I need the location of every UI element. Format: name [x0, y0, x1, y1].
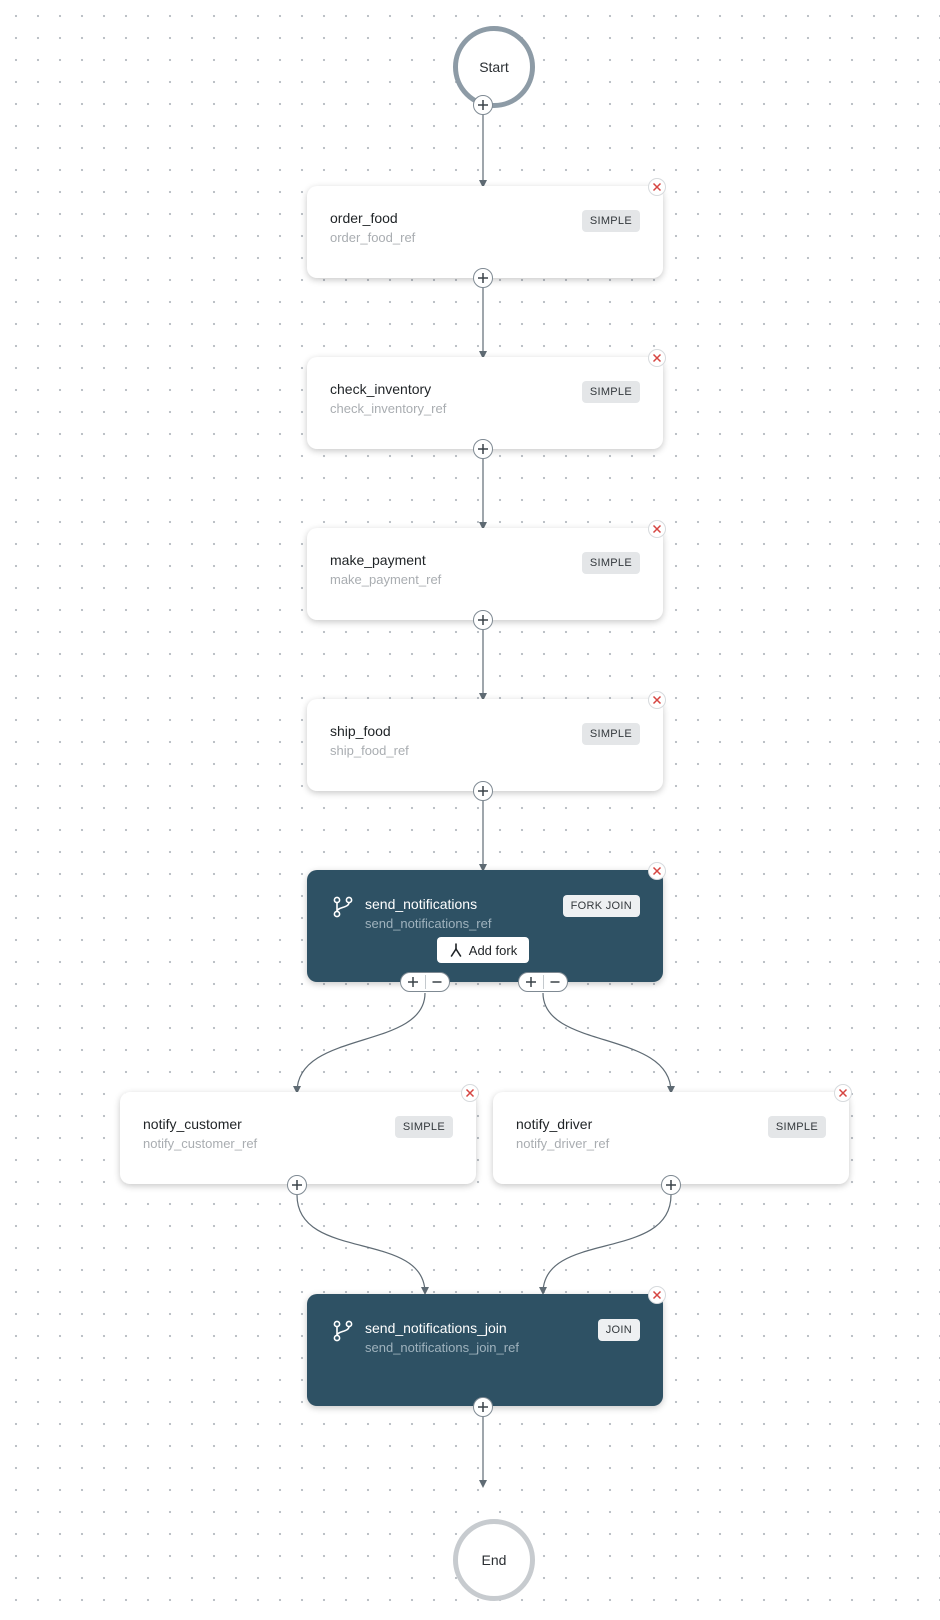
task-card-notify-driver[interactable]: notify_driver notify_driver_ref SIMPLE [493, 1084, 852, 1184]
task-card-check-inventory[interactable]: check_inventory check_inventory_ref SIMP… [307, 349, 666, 449]
minus-icon [550, 981, 560, 983]
close-icon [652, 182, 662, 192]
add-task-after-make-payment-button[interactable] [473, 610, 493, 630]
task-card-send-notifications-join[interactable]: send_notifications_join send_notificatio… [307, 1286, 666, 1406]
delete-task-button[interactable] [834, 1084, 852, 1102]
task-name: notify_customer [143, 1116, 242, 1132]
split-icon [450, 943, 462, 957]
task-ref: ship_food_ref [330, 743, 409, 758]
delete-task-button[interactable] [648, 1286, 666, 1304]
delete-task-button[interactable] [648, 862, 666, 880]
add-task-after-order-food-button[interactable] [473, 268, 493, 288]
branch-controls-left [400, 972, 450, 992]
delete-task-button[interactable] [648, 691, 666, 709]
task-type-badge: SIMPLE [767, 1116, 826, 1138]
add-task-after-notify-customer-button[interactable] [287, 1175, 307, 1195]
end-node[interactable]: End [453, 1519, 535, 1601]
join-icon [333, 1320, 353, 1342]
task-ref: notify_driver_ref [516, 1136, 610, 1151]
delete-task-button[interactable] [648, 520, 666, 538]
task-name: make_payment [330, 552, 426, 568]
task-card-send-notifications[interactable]: send_notifications send_notifications_re… [307, 862, 666, 982]
add-task-after-notify-driver-button[interactable] [661, 1175, 681, 1195]
add-task-after-start-button[interactable] [473, 95, 493, 115]
task-type-badge: SIMPLE [394, 1116, 453, 1138]
edge-fork-to-notify-customer [293, 992, 426, 1094]
minus-icon [432, 981, 442, 983]
start-node[interactable]: Start [453, 26, 535, 108]
close-icon [652, 1290, 662, 1300]
delete-task-button[interactable] [461, 1084, 479, 1102]
plus-icon [525, 977, 536, 987]
plus-icon [666, 1180, 676, 1190]
task-name: send_notifications_join [365, 1320, 507, 1336]
task-card-make-payment[interactable]: make_payment make_payment_ref SIMPLE [307, 520, 666, 620]
task-ref: order_food_ref [330, 230, 416, 245]
add-fork-label: Add fork [468, 942, 518, 958]
task-ref: make_payment_ref [330, 572, 442, 587]
plus-icon [478, 1402, 488, 1412]
remove-branch-1-button[interactable] [426, 973, 450, 991]
task-name: ship_food [330, 723, 391, 739]
task-ref: notify_customer_ref [143, 1136, 258, 1151]
task-name: notify_driver [516, 1116, 593, 1132]
close-icon [652, 524, 662, 534]
edge-notify-driver-to-join [539, 1194, 672, 1295]
task-type-badge: SIMPLE [581, 723, 640, 745]
plus-icon [478, 444, 488, 454]
task-card-ship-food[interactable]: ship_food ship_food_ref SIMPLE [307, 691, 666, 791]
branch-controls-right [518, 972, 568, 992]
close-icon [652, 353, 662, 363]
task-type-badge: SIMPLE [581, 210, 640, 232]
fork-icon [333, 896, 353, 918]
task-name: send_notifications [365, 896, 478, 912]
delete-task-button[interactable] [648, 349, 666, 367]
plus-icon [478, 615, 488, 625]
add-task-after-ship-food-button[interactable] [473, 781, 493, 801]
delete-task-button[interactable] [648, 178, 666, 196]
close-icon [838, 1088, 848, 1098]
plus-icon [478, 100, 488, 110]
close-icon [465, 1088, 475, 1098]
end-label: End [481, 1552, 507, 1568]
task-ref: check_inventory_ref [330, 401, 447, 416]
add-fork-button[interactable]: Add fork [437, 937, 529, 963]
divider [424, 975, 426, 989]
add-task-branch-1-button[interactable] [401, 973, 425, 991]
add-task-branch-2-button[interactable] [519, 973, 543, 991]
task-type-badge: JOIN [597, 1319, 640, 1341]
edge-notify-customer-to-join [296, 1194, 429, 1295]
task-card-order-food[interactable]: order_food order_food_ref SIMPLE [307, 178, 666, 278]
plus-icon [478, 786, 488, 796]
task-type-badge: FORK JOIN [562, 895, 640, 917]
plus-icon [478, 273, 488, 283]
close-icon [652, 866, 662, 876]
task-ref: send_notifications_ref [365, 916, 492, 931]
task-name: order_food [330, 210, 398, 226]
task-type-badge: SIMPLE [581, 552, 640, 574]
close-icon [652, 695, 662, 705]
task-card-notify-customer[interactable]: notify_customer notify_customer_ref SIMP… [120, 1084, 479, 1184]
task-type-badge: SIMPLE [581, 381, 640, 403]
add-task-after-check-inventory-button[interactable] [473, 439, 493, 459]
divider [542, 975, 544, 989]
plus-icon [407, 977, 418, 987]
edge-fork-to-notify-driver [542, 992, 675, 1094]
start-label: Start [479, 59, 509, 75]
task-ref: send_notifications_join_ref [365, 1340, 519, 1355]
plus-icon [292, 1180, 302, 1190]
remove-branch-2-button[interactable] [544, 973, 568, 991]
add-task-after-join-button[interactable] [473, 1397, 493, 1417]
task-name: check_inventory [330, 381, 432, 397]
